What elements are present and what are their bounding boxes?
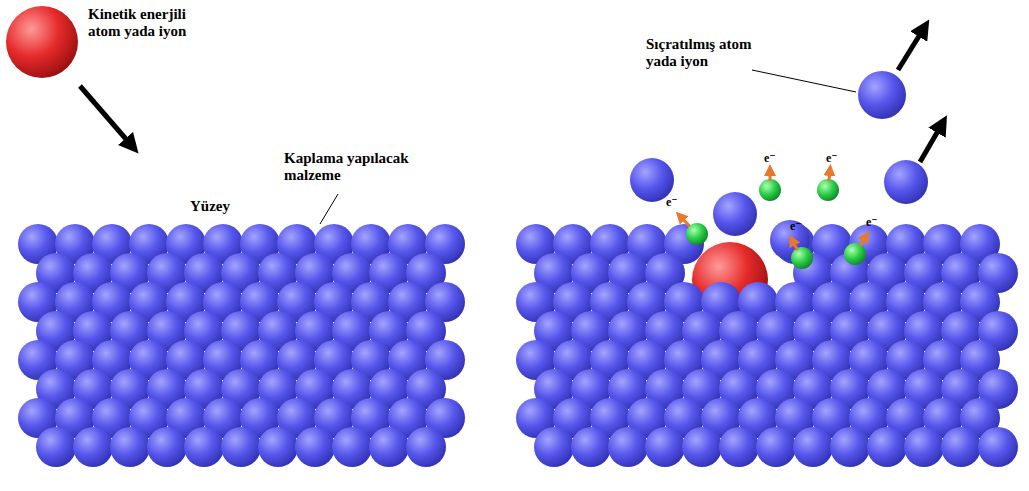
atom-sphere <box>756 427 796 467</box>
atom-sphere <box>295 427 335 467</box>
atom-sphere <box>258 427 298 467</box>
atom-sphere <box>369 427 409 467</box>
motion-arrow <box>898 28 924 70</box>
atom-sphere <box>406 427 446 467</box>
electron-symbol: e⁻ <box>826 152 838 164</box>
label-text: Yüzey <box>190 198 230 215</box>
incoming-ion <box>6 6 78 78</box>
atom-sphere <box>221 427 261 467</box>
electron-symbol: e⁻ <box>764 152 776 164</box>
atom-sphere <box>608 427 648 467</box>
atom-sphere <box>645 427 685 467</box>
electron-arrow <box>860 236 866 246</box>
electron <box>686 223 708 245</box>
electron-symbol: e⁻ <box>666 196 678 208</box>
atom-sphere <box>332 427 372 467</box>
atom-sphere <box>571 427 611 467</box>
displaced-atom <box>713 192 757 236</box>
electron-symbol: e⁻ <box>866 216 878 228</box>
atom-sphere <box>904 427 944 467</box>
electron <box>759 179 781 201</box>
atom-sphere <box>147 427 187 467</box>
atom-sphere <box>534 427 574 467</box>
leader-line <box>320 194 338 224</box>
atom-sphere <box>110 427 150 467</box>
sputtered-atom <box>858 71 906 119</box>
electron-arrow <box>769 170 772 181</box>
label-text: Kaplama yapılacak malzeme <box>284 150 446 185</box>
electron <box>817 179 839 201</box>
atom-sphere <box>73 427 113 467</box>
atom-sphere <box>793 427 833 467</box>
sputtered-atom <box>884 160 928 204</box>
electron-arrow <box>792 240 798 250</box>
atom-sphere <box>719 427 759 467</box>
label-text: Kinetik enerjili atom yada iyon <box>88 6 220 41</box>
electron-symbol: e⁻ <box>790 220 802 232</box>
leader-line <box>752 70 856 92</box>
motion-arrow <box>80 86 132 146</box>
atom-sphere <box>184 427 224 467</box>
atom-sphere <box>682 427 722 467</box>
electron-arrow <box>829 170 830 181</box>
atom-sphere <box>941 427 981 467</box>
electron <box>791 247 813 269</box>
atom-sphere <box>36 427 76 467</box>
electron-arrow <box>680 216 689 226</box>
atom-sphere <box>867 427 907 467</box>
motion-arrow <box>920 124 942 162</box>
label-text: Sıçratılmış atom yada iyon <box>646 36 754 71</box>
atom-sphere <box>830 427 870 467</box>
electron <box>844 243 866 265</box>
atom-sphere <box>978 427 1018 467</box>
